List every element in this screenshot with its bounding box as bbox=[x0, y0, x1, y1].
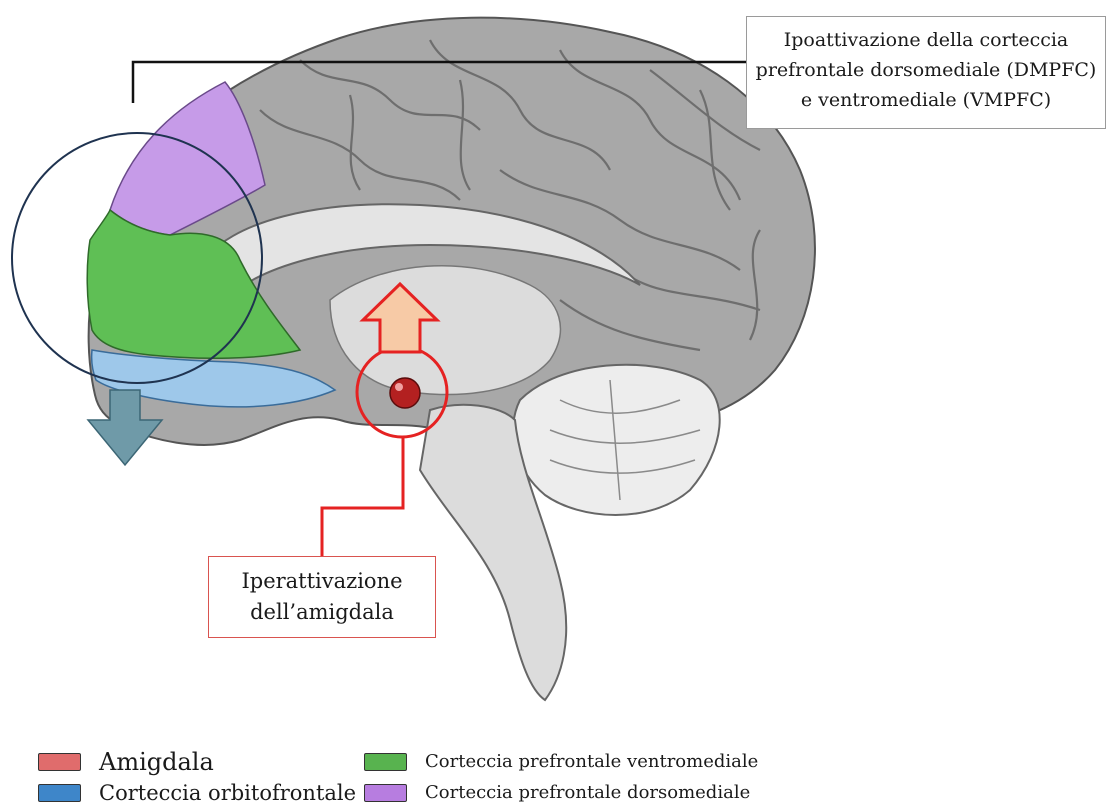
legend-swatch-amygdala bbox=[38, 753, 81, 771]
legend-item-vmpfc: Corteccia prefrontale ventromediale bbox=[364, 751, 758, 772]
legend-item-amygdala: Amigdala bbox=[38, 748, 214, 776]
legend-label-vmpfc: Corteccia prefrontale ventromediale bbox=[425, 751, 758, 772]
amygdala-callout-line-1: Iperattivazione bbox=[209, 566, 435, 597]
legend-swatch-ofc bbox=[38, 784, 81, 802]
callout-line-1: Ipoattivazione della corteccia bbox=[747, 25, 1105, 55]
callout-line-2: prefrontale dorsomediale (DMPFC) bbox=[747, 55, 1105, 85]
legend-item-ofc: Corteccia orbitofrontale bbox=[38, 781, 356, 805]
dmpfc-vmpfc-callout: Ipoattivazione della corteccia prefronta… bbox=[746, 16, 1106, 129]
legend-item-dmpfc: Corteccia prefrontale dorsomediale bbox=[364, 782, 750, 803]
legend-label-dmpfc: Corteccia prefrontale dorsomediale bbox=[425, 782, 750, 803]
amygdala-sphere bbox=[390, 378, 420, 408]
amygdala-pointer-line bbox=[322, 437, 403, 556]
amygdala-highlight bbox=[395, 383, 403, 391]
amygdala-callout: Iperattivazione dell’amigdala bbox=[208, 556, 436, 638]
amygdala-callout-line-2: dell’amigdala bbox=[209, 597, 435, 628]
legend-swatch-dmpfc bbox=[364, 784, 407, 802]
legend-label-ofc: Corteccia orbitofrontale bbox=[99, 781, 356, 805]
legend-label-amygdala: Amigdala bbox=[99, 748, 214, 776]
cerebellum bbox=[513, 365, 720, 515]
legend-swatch-vmpfc bbox=[364, 753, 407, 771]
callout-line-3: e ventromediale (VMPFC) bbox=[747, 85, 1105, 115]
